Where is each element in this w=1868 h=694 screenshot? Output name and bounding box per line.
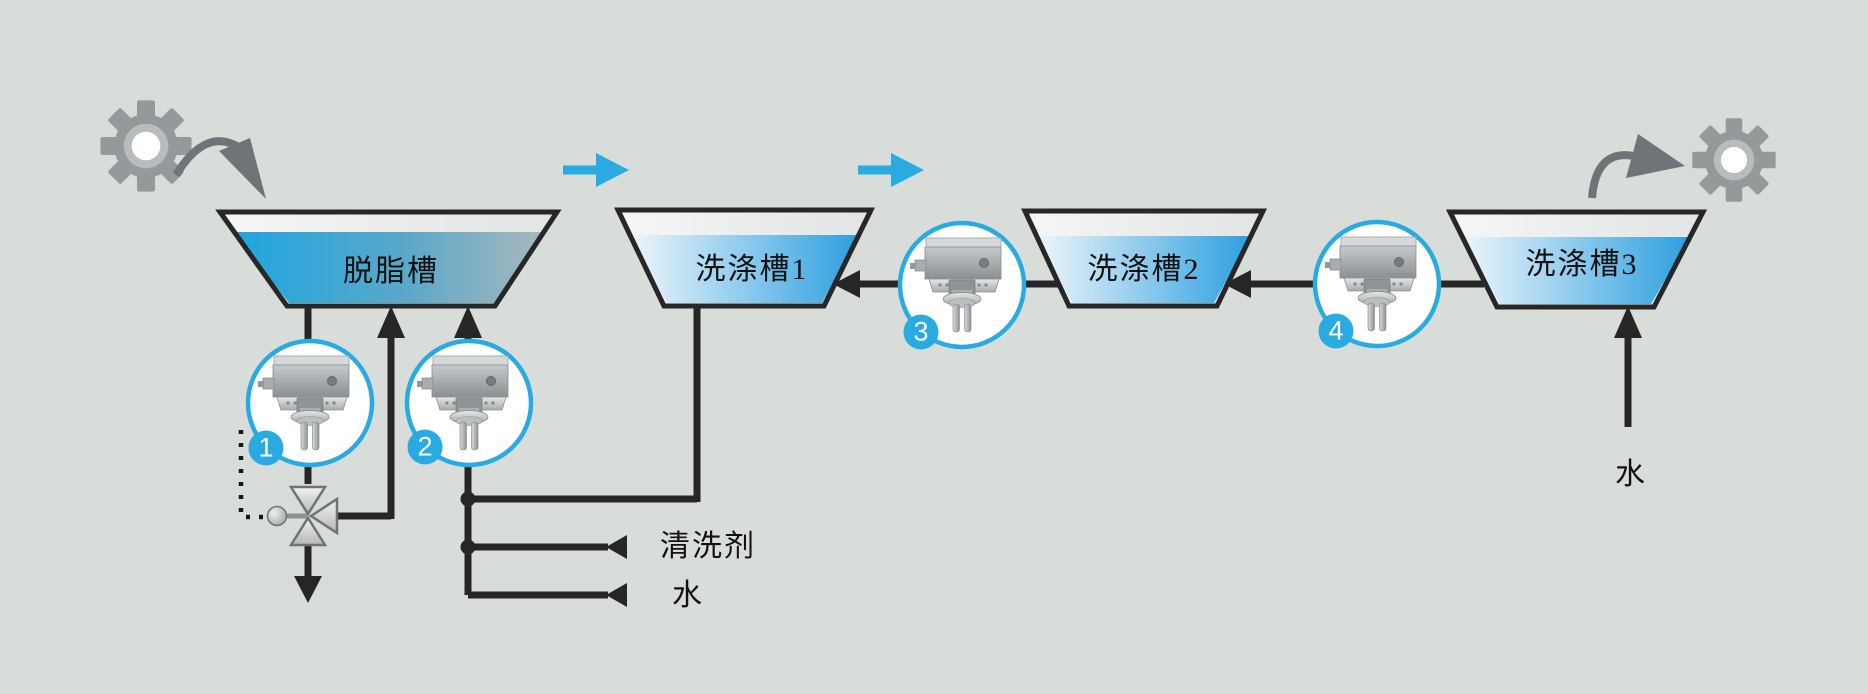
flow-arrow-icon-1	[563, 153, 629, 187]
valve-bottom-port	[288, 515, 328, 547]
water-inlet-label: 水	[1615, 458, 1647, 491]
flow-arrow-icon-2	[858, 153, 924, 187]
gear-icon-right	[1692, 118, 1776, 202]
tank-liquid	[234, 232, 545, 303]
tank-wash-3	[1445, 209, 1708, 310]
tank-wash-1	[614, 207, 876, 309]
arrow-into-washtank2-icon	[1224, 270, 1251, 298]
tank-outline	[1021, 208, 1267, 309]
pipe-arrowheads	[294, 270, 1642, 607]
gear-icon-left	[100, 100, 192, 192]
valve-actuator-ball	[266, 505, 288, 527]
water-supply-label: 水	[672, 579, 704, 612]
pipe-junction-dot	[460, 539, 476, 555]
valve-top-port	[288, 485, 328, 517]
arrow-up-return-icon	[377, 306, 405, 338]
sensor-photos	[245, 219, 1442, 468]
tank-outline	[215, 209, 562, 309]
arrow-left-water-icon	[606, 583, 627, 607]
tank-liquid	[1037, 236, 1251, 303]
arrow-left-cleaner-icon	[606, 535, 627, 559]
tank-wash-2	[1021, 208, 1267, 309]
tank-outline	[1445, 209, 1708, 310]
arrow-down-drain-icon	[294, 576, 322, 603]
three-way-valve	[266, 485, 339, 547]
valve-right-port	[308, 496, 339, 536]
tank-liquid	[1462, 237, 1690, 304]
control-signal-dotted-line	[238, 430, 263, 520]
pipe-junction-dot	[460, 491, 476, 507]
tank-label-wash-3: 洗涤槽3	[1525, 248, 1639, 281]
sensor-badge-4: 4	[1318, 313, 1354, 349]
pipe-valve-return	[334, 336, 395, 520]
tank-label-wash-2: 洗涤槽2	[1087, 253, 1201, 286]
tank-liquid	[631, 235, 859, 303]
sensor-badge-1: 1	[248, 430, 284, 466]
sensor-badge-2: 2	[407, 429, 443, 465]
tank-label-wash-1: 洗涤槽1	[695, 253, 809, 286]
cleaner-supply-label: 清洗剂	[660, 530, 756, 563]
pipe-washtank1-drain	[464, 306, 701, 503]
curved-arrow-in-icon	[172, 137, 266, 199]
tank-degreasing	[215, 209, 562, 309]
arrow-up-feed-icon	[454, 306, 482, 338]
tank-label-degreasing: 脱脂槽	[343, 255, 439, 288]
arrow-into-washtank1-icon	[833, 270, 860, 298]
arrow-up-water-inlet-icon	[1614, 306, 1642, 338]
curved-arrow-out-icon	[1588, 134, 1685, 199]
tank-outline	[614, 207, 876, 309]
sensor-badge-3: 3	[903, 314, 939, 350]
